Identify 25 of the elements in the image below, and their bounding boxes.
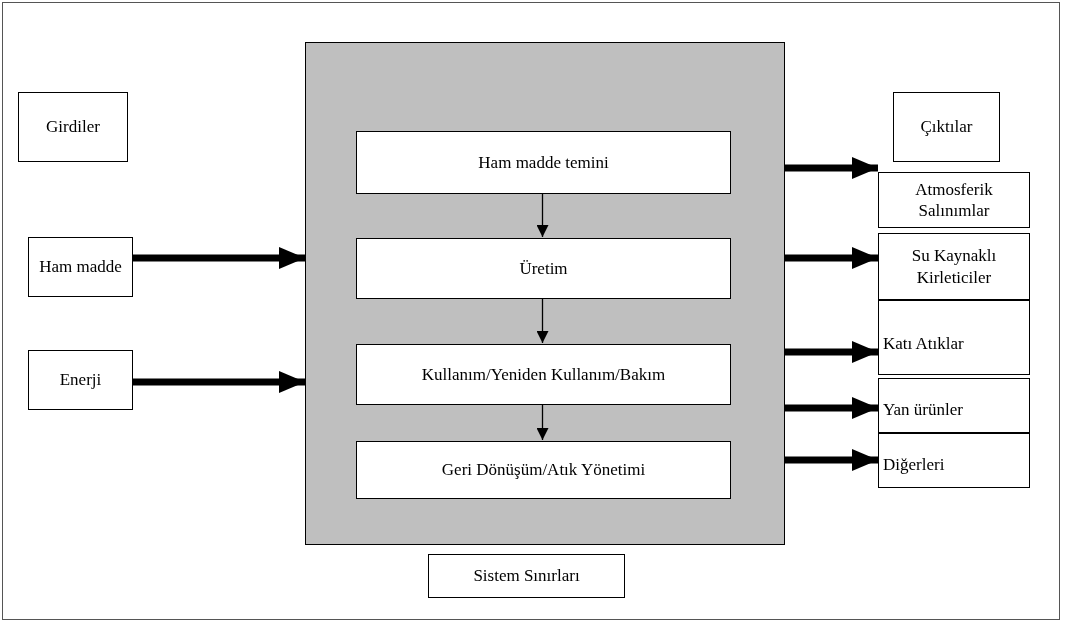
process-box: Kullanım/Yeniden Kullanım/Bakım bbox=[356, 344, 731, 405]
process-box: Ham madde bbox=[28, 237, 133, 297]
system-boundary-box bbox=[305, 42, 785, 545]
process-box: Sistem Sınırları bbox=[428, 554, 625, 598]
process-box: Su Kaynaklı Kirleticiler bbox=[878, 233, 1030, 300]
arrow bbox=[785, 397, 878, 419]
arrow bbox=[536, 192, 549, 238]
process-box: Ham madde temini bbox=[356, 131, 731, 194]
arrow bbox=[536, 403, 549, 441]
process-box: Diğerleri bbox=[878, 433, 1030, 488]
arrow bbox=[785, 341, 878, 363]
arrow bbox=[785, 449, 878, 471]
process-box: Katı Atıklar bbox=[878, 300, 1030, 375]
arrow bbox=[785, 247, 878, 269]
arrow bbox=[133, 371, 305, 393]
arrow bbox=[133, 247, 305, 269]
arrow bbox=[785, 157, 878, 179]
process-box: Enerji bbox=[28, 350, 133, 410]
process-box: Geri Dönüşüm/Atık Yönetimi bbox=[356, 441, 731, 499]
process-box: Yan ürünler bbox=[878, 378, 1030, 433]
process-box: Üretim bbox=[356, 238, 731, 299]
process-box: Girdiler bbox=[18, 92, 128, 162]
process-box: Atmosferik Salınımlar bbox=[878, 172, 1030, 228]
process-box: Çıktılar bbox=[893, 92, 1000, 162]
arrow bbox=[536, 297, 549, 344]
